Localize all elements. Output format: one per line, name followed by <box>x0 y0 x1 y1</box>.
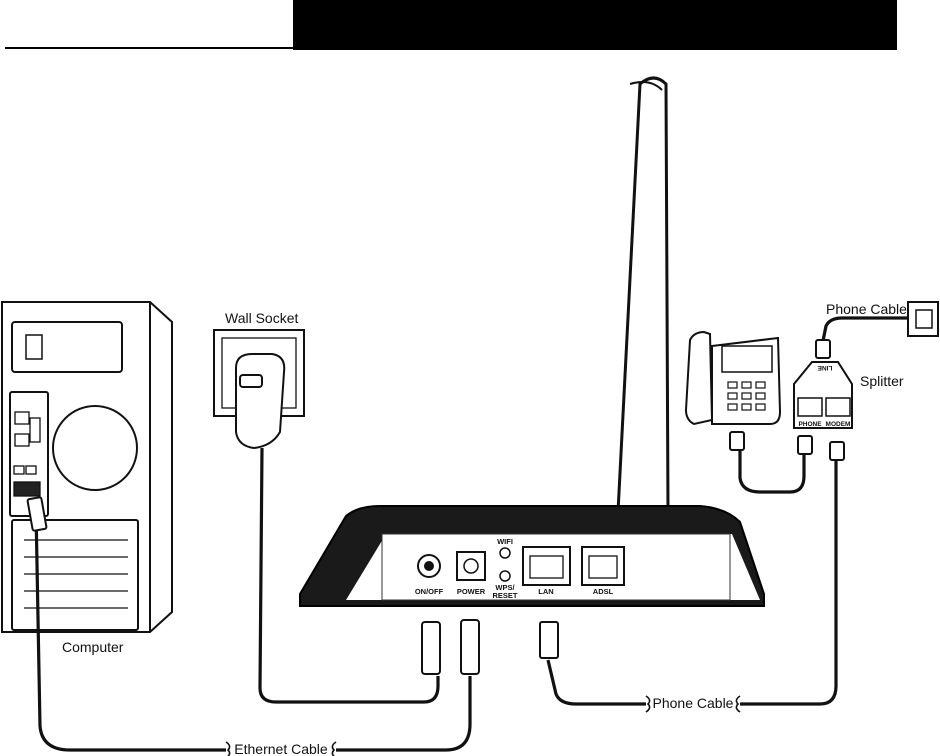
label-ethernet-cable: Ethernet Cable <box>234 741 328 756</box>
power-adapter-icon <box>236 354 284 448</box>
label-wall-socket: Wall Socket <box>225 310 299 326</box>
label-computer: Computer <box>62 639 124 655</box>
port-label-power: POWER <box>457 587 486 596</box>
header-bar <box>293 0 897 50</box>
port-label-lan: LAN <box>538 587 553 596</box>
label-phone-cable-top: Phone Cable <box>826 301 907 317</box>
port-label-on-off: ON/OFF <box>415 587 444 596</box>
splitter-port-modem: MODEM <box>826 421 851 428</box>
label-phone-cable-bottom: Phone Cable <box>653 695 734 711</box>
splitter-port-phone: PHONE <box>798 421 822 428</box>
label-splitter: Splitter <box>860 373 904 389</box>
wall-phone-jack-icon <box>908 302 938 336</box>
splitter-port-line: LINE <box>817 364 832 371</box>
port-label-wifi: WIFI <box>497 537 513 546</box>
port-label-adsl: ADSL <box>593 587 614 596</box>
desktop-tower-icon <box>2 302 172 632</box>
telephone-icon <box>686 332 780 424</box>
port-label-reset: RESET <box>492 591 517 600</box>
